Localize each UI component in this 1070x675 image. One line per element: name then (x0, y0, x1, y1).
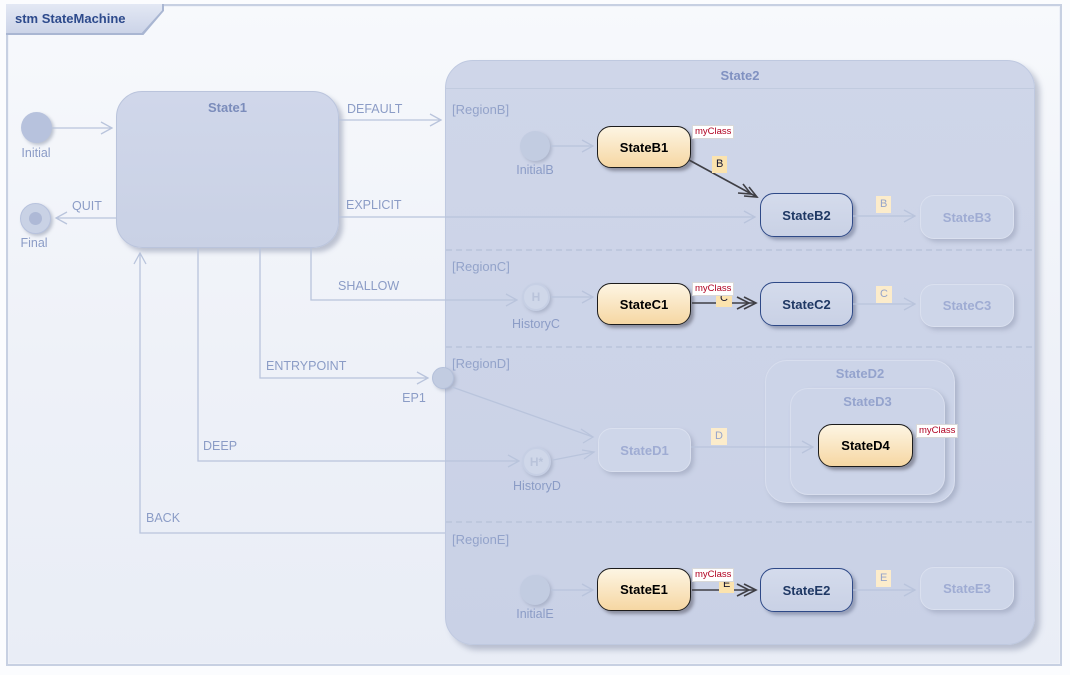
trigger-label-c2-c3: C (876, 286, 892, 303)
ep1-label: EP1 (402, 391, 426, 405)
transition-entrypoint[interactable] (259, 248, 430, 385)
stereotype-tag-c1: myClass (692, 282, 735, 296)
frame-tab-inner: stm StateMachine (6, 4, 162, 33)
transition-e2-e3[interactable] (853, 583, 917, 597)
historyc-node[interactable]: H (522, 283, 550, 311)
stated3-title: StateD3 (843, 394, 892, 409)
state-statee2[interactable]: StateE2 (760, 568, 853, 612)
transition-deep[interactable] (197, 248, 521, 468)
stereotype-tag-d4: myClass (916, 424, 959, 438)
state-stateb3[interactable]: StateB3 (920, 195, 1014, 239)
initial-node-label: Initial (21, 146, 51, 160)
initiale-label: InitialE (516, 607, 554, 621)
historyc-glyph: H (531, 290, 541, 304)
state2-title: State2 (446, 61, 1034, 89)
transition-label-deep: DEEP (203, 439, 238, 453)
state-statec3[interactable]: StateC3 (920, 284, 1014, 327)
state-statee1[interactable]: StateE1 (597, 568, 691, 611)
transition-historyc-c1[interactable] (551, 290, 595, 304)
initialb-node[interactable] (520, 131, 550, 161)
stereotype-tag-e1: myClass (692, 568, 735, 582)
transition-d1-d4[interactable] (691, 440, 815, 454)
initiale-node[interactable] (520, 575, 550, 605)
ep1-node[interactable] (432, 367, 454, 389)
initialb-label: InitialB (516, 163, 554, 177)
region-e-label: [RegionE] (452, 532, 510, 547)
trigger-label-b2-b3: B (876, 196, 892, 213)
frame-tab-label: stm StateMachine (15, 11, 126, 26)
state-stateb1[interactable]: StateB1 (597, 126, 691, 168)
state-statec1[interactable]: StateC1 (597, 283, 691, 325)
transition-explicit[interactable] (339, 210, 757, 224)
transition-label-quit: QUIT (72, 199, 102, 213)
frame-tab: stm StateMachine (6, 4, 164, 35)
transition-default[interactable] (339, 113, 443, 127)
historyd-glyph: H* (529, 454, 544, 469)
stereotype-tag-b1: myClass (692, 125, 735, 139)
region-b-label: [RegionB] (452, 102, 510, 117)
initial-node[interactable] (21, 112, 52, 143)
trigger-label-d1-d4: D (711, 428, 727, 445)
state-stated4[interactable]: StateD4 (818, 424, 913, 467)
region-c-label: [RegionC] (452, 259, 510, 274)
state1-title: State1 (207, 100, 248, 115)
transition-label-explicit: EXPLICIT (346, 198, 402, 212)
historyc-label: HistoryC (512, 317, 560, 331)
transition-label-back: BACK (146, 511, 181, 525)
transition-shallow[interactable] (310, 248, 519, 307)
trigger-label-b1-b2: B (712, 156, 728, 173)
final-node-dot (29, 212, 42, 225)
state-statee3[interactable]: StateE3 (920, 567, 1014, 610)
historyd-label: HistoryD (513, 479, 561, 493)
trigger-label-e2-e3: E (876, 570, 892, 587)
transition-b1-b2[interactable] (688, 159, 759, 198)
transition-label-entrypoint: ENTRYPOINT (266, 359, 347, 373)
region-d-label: [RegionD] (452, 356, 510, 371)
transition-b2-b3[interactable] (853, 209, 917, 223)
final-node[interactable] (20, 203, 51, 234)
historyd-node[interactable]: H* (522, 447, 551, 476)
state-stateb2[interactable]: StateB2 (760, 193, 853, 237)
transition-initial-state1[interactable] (52, 121, 114, 135)
state-stated1[interactable]: StateD1 (598, 428, 691, 472)
transition-historyd-d1[interactable] (552, 449, 596, 461)
transition-initiale-e1[interactable] (551, 583, 595, 597)
state-state1[interactable]: State1 (116, 91, 339, 248)
transition-label-shallow: SHALLOW (338, 279, 400, 293)
transition-ep1-d1[interactable] (451, 386, 595, 444)
transition-label-default: DEFAULT (347, 102, 403, 116)
transition-c2-c3[interactable] (853, 297, 917, 311)
transition-back[interactable] (133, 251, 445, 534)
final-node-label: Final (20, 236, 48, 250)
transition-initialb-b1[interactable] (551, 139, 595, 153)
stated2-title: StateD2 (835, 366, 885, 381)
state-statec2[interactable]: StateC2 (760, 282, 853, 326)
transition-quit[interactable] (54, 211, 116, 225)
